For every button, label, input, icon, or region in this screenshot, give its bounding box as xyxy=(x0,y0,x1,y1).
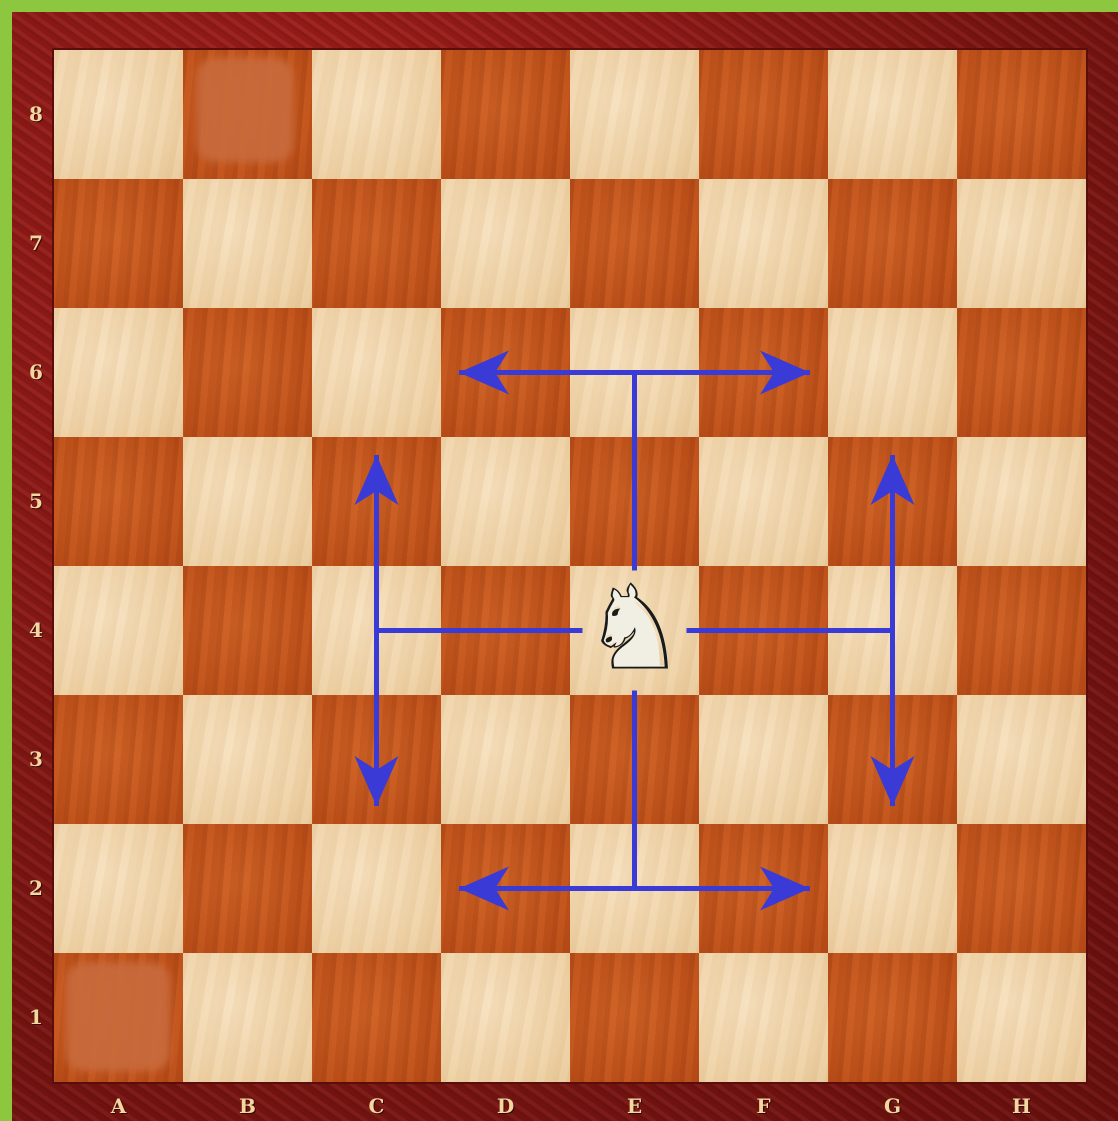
rank-label-1: 1 xyxy=(26,1005,46,1029)
square-d5[interactable] xyxy=(441,437,570,566)
square-a7[interactable] xyxy=(54,179,183,308)
file-label-b: B xyxy=(228,1094,268,1118)
square-c2[interactable] xyxy=(312,824,441,953)
square-g5[interactable] xyxy=(828,437,957,566)
blurred-spot xyxy=(197,58,293,162)
square-b4[interactable] xyxy=(183,566,312,695)
file-label-f: F xyxy=(744,1094,784,1118)
rank-label-8: 8 xyxy=(26,102,46,126)
square-c3[interactable] xyxy=(312,695,441,824)
square-e1[interactable] xyxy=(570,953,699,1082)
file-label-h: H xyxy=(1002,1094,1042,1118)
rank-label-6: 6 xyxy=(26,360,46,384)
square-f3[interactable] xyxy=(699,695,828,824)
square-h7[interactable] xyxy=(957,179,1086,308)
square-b1[interactable] xyxy=(183,953,312,1082)
square-f2[interactable] xyxy=(699,824,828,953)
square-h2[interactable] xyxy=(957,824,1086,953)
square-e3[interactable] xyxy=(570,695,699,824)
square-d7[interactable] xyxy=(441,179,570,308)
square-a4[interactable] xyxy=(54,566,183,695)
chessboard xyxy=(54,50,1086,1082)
square-e4[interactable] xyxy=(570,566,699,695)
square-g1[interactable] xyxy=(828,953,957,1082)
rank-label-4: 4 xyxy=(26,618,46,642)
square-a2[interactable] xyxy=(54,824,183,953)
square-h5[interactable] xyxy=(957,437,1086,566)
rank-label-2: 2 xyxy=(26,876,46,900)
square-g6[interactable] xyxy=(828,308,957,437)
square-b7[interactable] xyxy=(183,179,312,308)
square-h8[interactable] xyxy=(957,50,1086,179)
square-c4[interactable] xyxy=(312,566,441,695)
square-d1[interactable] xyxy=(441,953,570,1082)
square-b2[interactable] xyxy=(183,824,312,953)
square-g8[interactable] xyxy=(828,50,957,179)
rank-label-7: 7 xyxy=(26,231,46,255)
file-label-e: E xyxy=(615,1094,655,1118)
file-label-a: A xyxy=(99,1094,139,1118)
square-b3[interactable] xyxy=(183,695,312,824)
square-f5[interactable] xyxy=(699,437,828,566)
square-f6[interactable] xyxy=(699,308,828,437)
square-a6[interactable] xyxy=(54,308,183,437)
square-a3[interactable] xyxy=(54,695,183,824)
square-d8[interactable] xyxy=(441,50,570,179)
square-d4[interactable] xyxy=(441,566,570,695)
square-g4[interactable] xyxy=(828,566,957,695)
square-c5[interactable] xyxy=(312,437,441,566)
rank-label-3: 3 xyxy=(26,747,46,771)
square-e2[interactable] xyxy=(570,824,699,953)
square-a8[interactable] xyxy=(54,50,183,179)
square-e8[interactable] xyxy=(570,50,699,179)
square-f8[interactable] xyxy=(699,50,828,179)
square-b8[interactable] xyxy=(183,50,312,179)
square-a1[interactable] xyxy=(54,953,183,1082)
square-f1[interactable] xyxy=(699,953,828,1082)
file-label-d: D xyxy=(486,1094,526,1118)
square-c7[interactable] xyxy=(312,179,441,308)
square-f7[interactable] xyxy=(699,179,828,308)
square-g2[interactable] xyxy=(828,824,957,953)
square-c1[interactable] xyxy=(312,953,441,1082)
square-h4[interactable] xyxy=(957,566,1086,695)
square-b5[interactable] xyxy=(183,437,312,566)
square-d2[interactable] xyxy=(441,824,570,953)
square-h6[interactable] xyxy=(957,308,1086,437)
square-e7[interactable] xyxy=(570,179,699,308)
square-h3[interactable] xyxy=(957,695,1086,824)
square-d6[interactable] xyxy=(441,308,570,437)
square-c6[interactable] xyxy=(312,308,441,437)
square-e5[interactable] xyxy=(570,437,699,566)
square-b6[interactable] xyxy=(183,308,312,437)
blurred-spot xyxy=(66,963,170,1071)
square-d3[interactable] xyxy=(441,695,570,824)
square-g7[interactable] xyxy=(828,179,957,308)
square-h1[interactable] xyxy=(957,953,1086,1082)
square-c8[interactable] xyxy=(312,50,441,179)
rank-label-5: 5 xyxy=(26,489,46,513)
square-g3[interactable] xyxy=(828,695,957,824)
square-e6[interactable] xyxy=(570,308,699,437)
square-f4[interactable] xyxy=(699,566,828,695)
file-label-c: C xyxy=(357,1094,397,1118)
square-a5[interactable] xyxy=(54,437,183,566)
file-label-g: G xyxy=(873,1094,913,1118)
